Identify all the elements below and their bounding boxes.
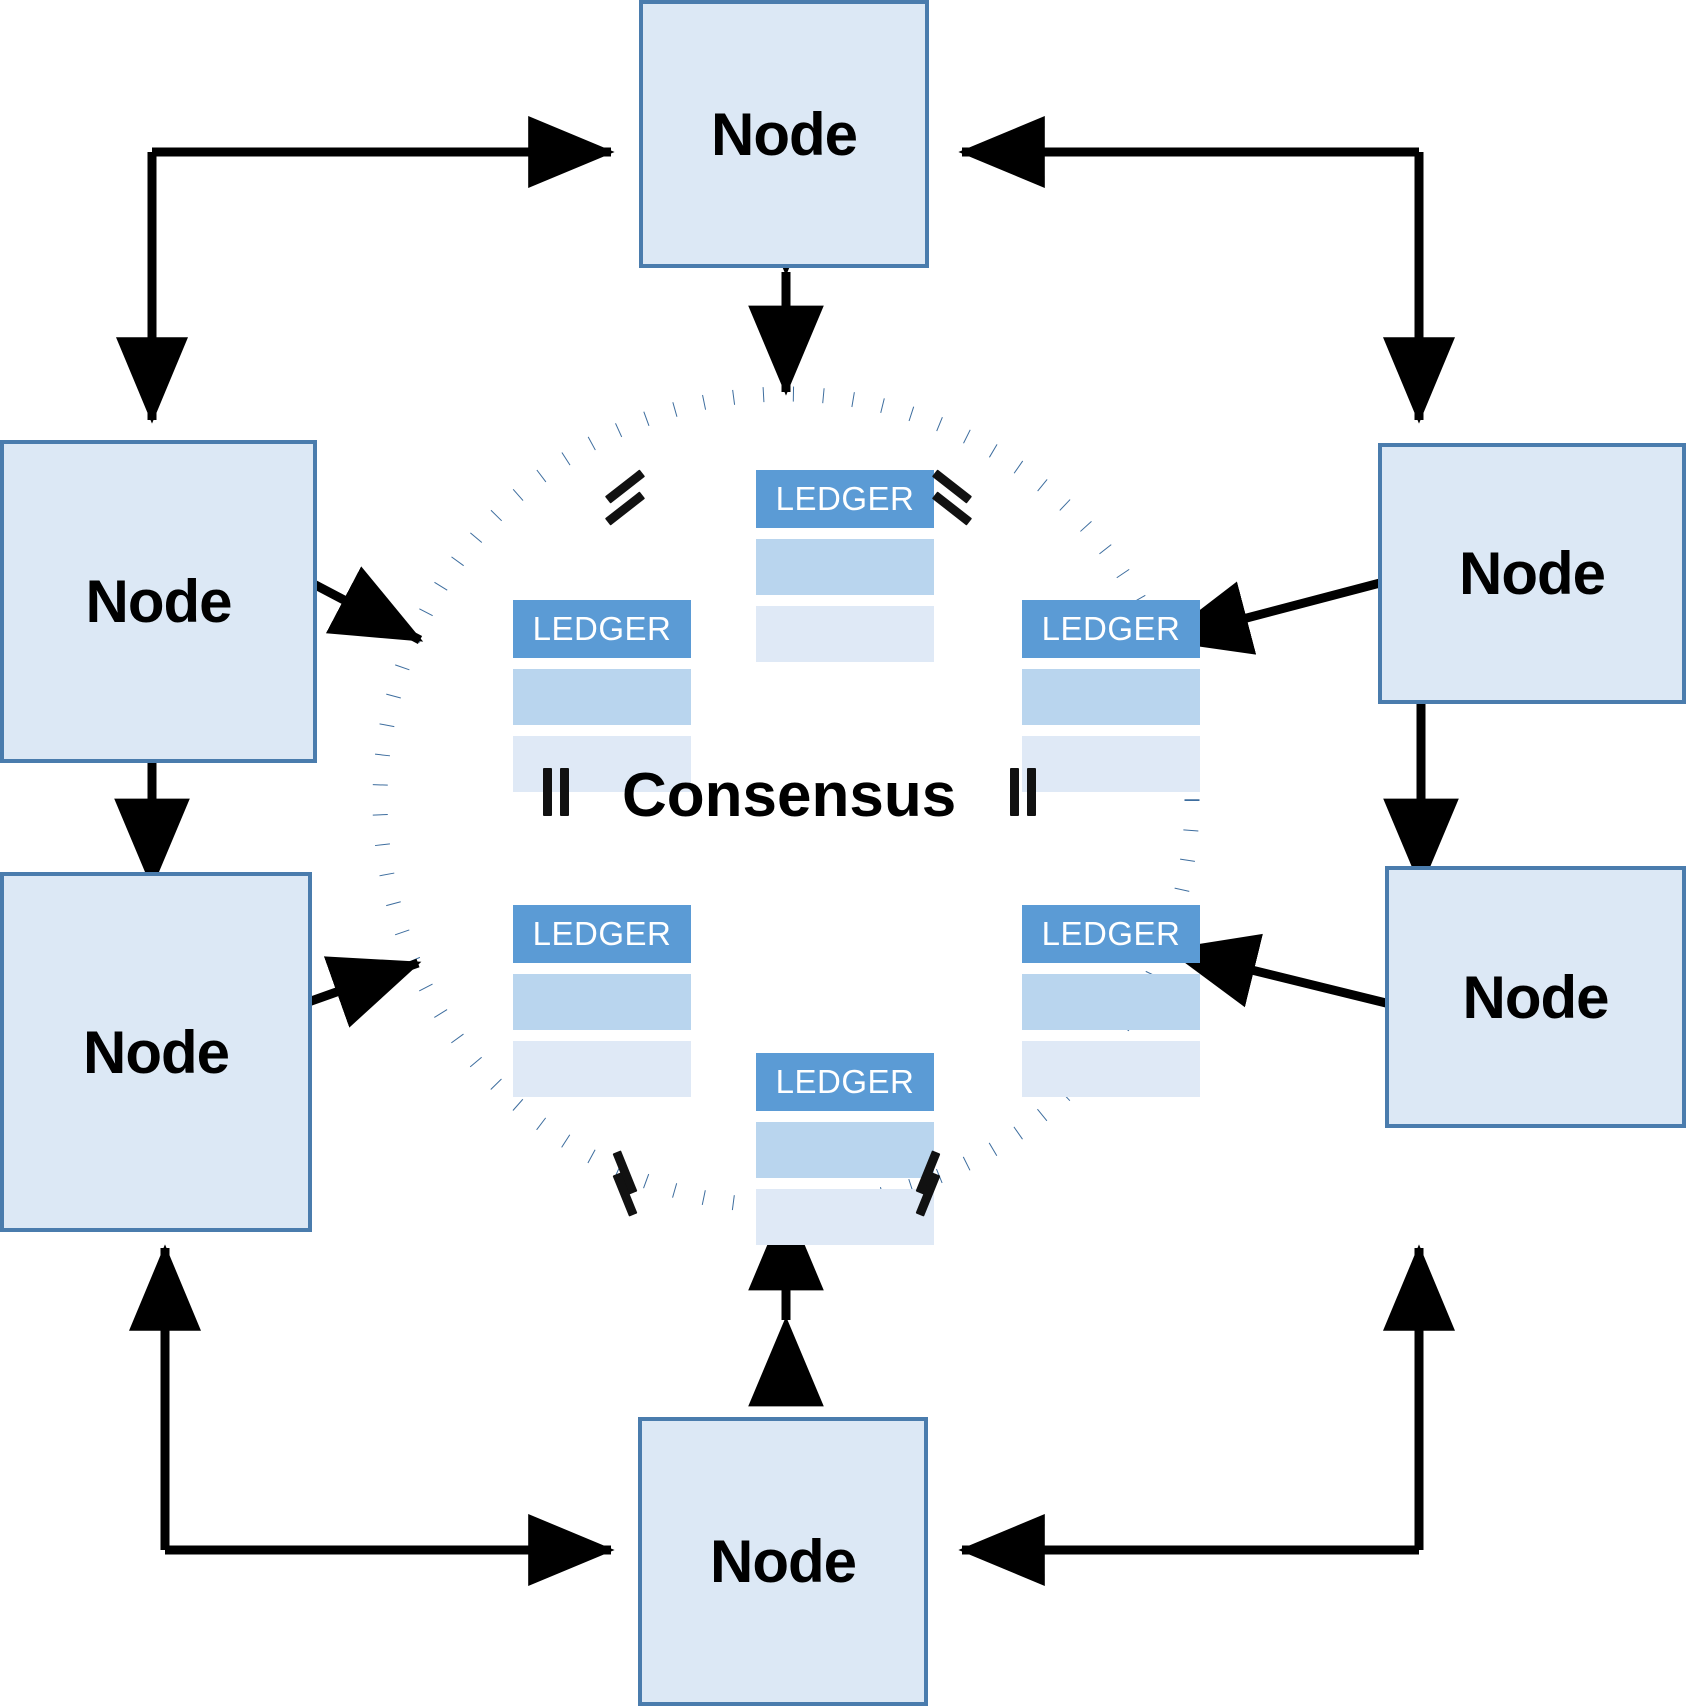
ledger-top[interactable]: LEDGER	[756, 470, 934, 662]
ledger-bottom[interactable]: LEDGER	[756, 1053, 934, 1245]
equals-upper-left	[603, 469, 649, 526]
ledger-top-row-2	[756, 606, 934, 662]
ledger-bottom-row-1	[756, 1122, 934, 1178]
ledger-top-header: LEDGER	[756, 470, 934, 528]
ledger-lower-right[interactable]: LEDGER	[1022, 905, 1200, 1097]
ledger-lower-left-row-2	[513, 1041, 691, 1097]
node-left-upper-label: Node	[85, 568, 233, 635]
node-bottom-label: Node	[710, 1528, 857, 1595]
ledger-lower-left[interactable]: LEDGER	[513, 905, 691, 1097]
consensus-label: Consensus	[622, 761, 957, 830]
equals-upper-right	[930, 469, 976, 526]
ledger-bottom-header: LEDGER	[756, 1053, 934, 1111]
ledger-lower-right-row-1	[1022, 974, 1200, 1030]
node-right-upper[interactable]: Node	[1378, 443, 1686, 704]
equals-lower-right	[906, 1150, 952, 1217]
node-left-upper[interactable]: Node	[0, 440, 317, 763]
consensus-circle	[372, 386, 1200, 1214]
equals-mid-right	[1006, 768, 1040, 820]
node-right-lower[interactable]: Node	[1385, 866, 1686, 1128]
ledger-upper-left[interactable]: LEDGER	[513, 600, 691, 792]
ledger-lower-right-header: LEDGER	[1022, 905, 1200, 963]
arrow-left-lower-node-to-circle	[205, 956, 422, 1070]
ledger-upper-left-row-1	[513, 669, 691, 725]
arrow-right-lower-node-to-circle	[1166, 933, 1479, 1061]
node-right-upper-label: Node	[1459, 540, 1606, 607]
ledger-upper-right-row-1	[1022, 669, 1200, 725]
equals-lower-left	[603, 1150, 649, 1217]
node-bottom[interactable]: Node	[638, 1417, 928, 1706]
ledger-top-row-1	[756, 539, 934, 595]
node-top-label: Node	[711, 100, 858, 168]
ledger-upper-right-header: LEDGER	[1022, 600, 1200, 658]
node-left-lower[interactable]: Node	[0, 872, 312, 1232]
ledger-lower-right-row-2	[1022, 1041, 1200, 1097]
equals-mid-left	[539, 768, 573, 820]
ledger-upper-left-row-2	[513, 736, 691, 792]
ledger-upper-right-row-2	[1022, 736, 1200, 792]
ledger-bottom-row-2	[756, 1189, 934, 1245]
node-top[interactable]: Node	[639, 0, 929, 268]
node-right-lower-label: Node	[1462, 963, 1610, 1031]
ledger-upper-left-header: LEDGER	[513, 600, 691, 658]
ledger-lower-left-header: LEDGER	[513, 905, 691, 963]
ledger-lower-left-row-1	[513, 974, 691, 1030]
arrow-left-upper-node-to-circle	[211, 506, 424, 644]
node-left-lower-label: Node	[83, 1018, 230, 1086]
ledger-upper-right[interactable]: LEDGER	[1022, 600, 1200, 792]
